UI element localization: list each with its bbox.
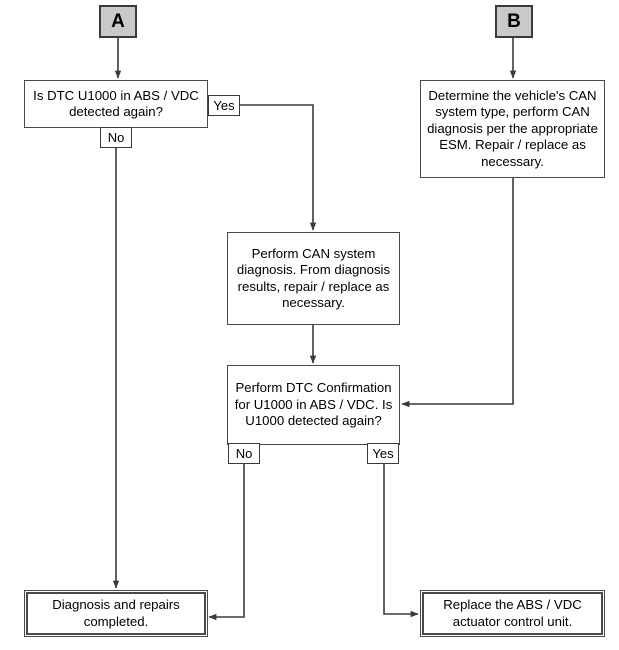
process-determine-can-system-type[interactable]: Determine the vehicle's CAN system type,… <box>420 80 605 178</box>
process-determine-can-system-type-label: Determine the vehicle's CAN system type,… <box>427 87 598 169</box>
decision-abs-vdc-detected-label: Is DTC U1000 in ABS / VDC detected again… <box>33 87 199 120</box>
branch-label-decision-abs-vdc-no-text: No <box>107 130 125 145</box>
branch-label-decision-abs-vdc-no: No <box>100 127 132 148</box>
connector-tag-b[interactable]: B <box>495 5 533 38</box>
connector-tag-a[interactable]: A <box>99 5 137 38</box>
decision-abs-vdc-detected[interactable]: Is DTC U1000 in ABS / VDC detected again… <box>24 80 208 128</box>
connector-tag-a-label: A <box>111 11 125 32</box>
edge-decision-yes-to-can-diagnosis <box>240 104 317 231</box>
process-perform-can-system-diagnosis-label: Perform CAN system diagnosis. From diagn… <box>236 245 391 311</box>
branch-label-decision-abs-vdc-yes: Yes <box>208 95 240 116</box>
terminal-replace-actuator-control-unit[interactable]: Replace the ABS / VDC actuator control u… <box>420 590 605 637</box>
decision-dtc-confirmation[interactable]: Perform DTC Confirmation for U1000 in AB… <box>227 365 400 445</box>
branch-label-decision-abs-vdc-yes-text: Yes <box>213 98 235 113</box>
edge-dtc-yes-to-replace <box>383 463 419 618</box>
decision-dtc-confirmation-label: Perform DTC Confirmation for U1000 in AB… <box>234 380 393 429</box>
terminal-diagnosis-completed[interactable]: Diagnosis and repairs completed. <box>24 590 208 637</box>
terminal-replace-actuator-control-unit-label: Replace the ABS / VDC actuator control u… <box>443 597 582 629</box>
edge-determine-can-to-dtc-confirmation <box>401 178 514 408</box>
branch-label-dtc-confirmation-no: No <box>228 443 260 464</box>
connector-tag-b-label: B <box>507 11 521 32</box>
process-perform-can-system-diagnosis[interactable]: Perform CAN system diagnosis. From diagn… <box>227 232 400 325</box>
branch-label-dtc-confirmation-no-text: No <box>235 446 253 461</box>
terminal-diagnosis-completed-label: Diagnosis and repairs completed. <box>52 597 180 629</box>
branch-label-dtc-confirmation-yes-text: Yes <box>372 446 394 461</box>
edge-dtc-no-to-completed <box>208 463 245 621</box>
branch-label-dtc-confirmation-yes: Yes <box>367 443 399 464</box>
